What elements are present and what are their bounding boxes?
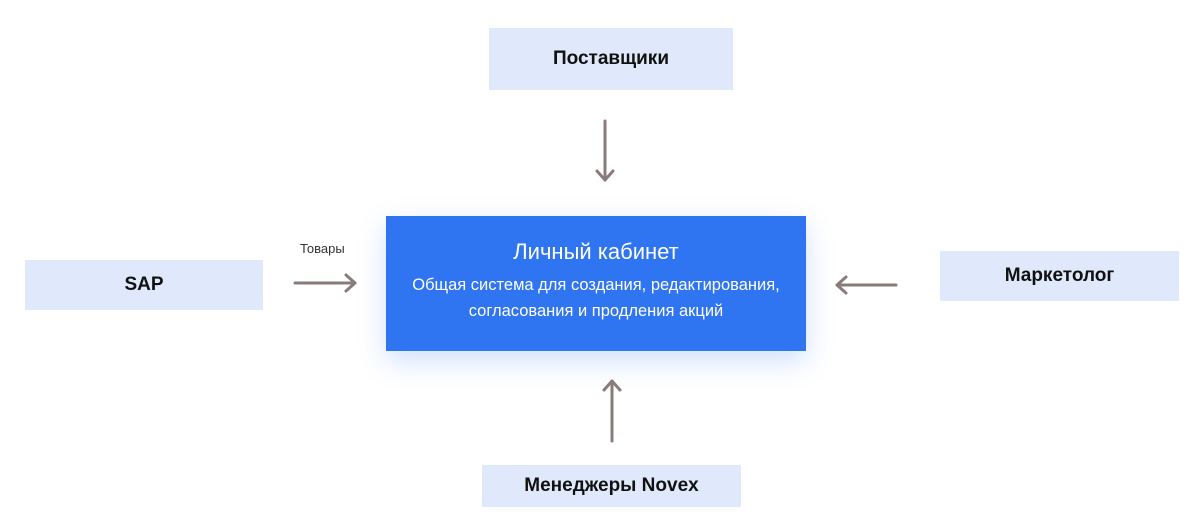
sap-node: SAP [25, 260, 263, 310]
personal-account-node: Личный кабинет Общая система для создани… [386, 216, 806, 351]
sap-edge-label: Товары [300, 241, 345, 256]
marketer-node: Маркетолог [940, 251, 1179, 301]
arrow-managers-to-center [602, 379, 622, 443]
arrow-marketer-to-center [835, 275, 898, 295]
suppliers-node: Поставщики [489, 28, 733, 90]
center-title: Личный кабинет [513, 239, 679, 264]
center-description: Общая система для создания, редактирован… [412, 276, 780, 320]
arrow-suppliers-to-center [595, 119, 615, 182]
novex-managers-node: Менеджеры Novex [482, 465, 741, 507]
arrow-sap-to-center [293, 273, 357, 293]
